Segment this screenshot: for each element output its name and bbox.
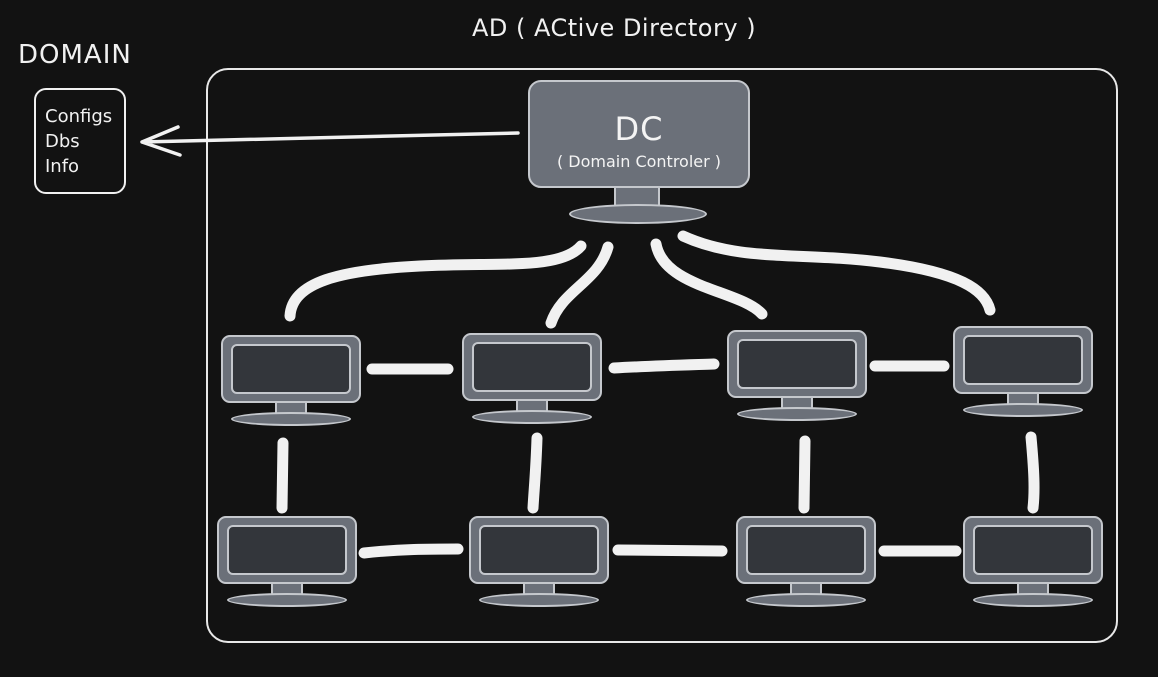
- top-row-links: [366, 358, 950, 375]
- domain-box: Configs Dbs Info: [34, 88, 126, 194]
- monitor-icon: [221, 335, 361, 403]
- monitor-icon: [469, 516, 609, 584]
- computer-8: [963, 516, 1103, 612]
- computer-5: [217, 516, 357, 612]
- dc-to-domain-arrow: [140, 125, 520, 157]
- link-pc6-pc7: [612, 544, 728, 557]
- dc-title: DC: [614, 110, 664, 148]
- link-dc-pc4: [677, 230, 996, 316]
- monitor-icon: [462, 333, 602, 401]
- computer-6: [469, 516, 609, 612]
- bottom-row-links: [358, 543, 962, 559]
- link-pc4-pc8: [1025, 431, 1040, 514]
- dc-uplinks: [284, 230, 996, 329]
- arrow-left-icon: [140, 125, 520, 157]
- link-pc5-pc6: [358, 543, 464, 559]
- computer-1: [221, 335, 361, 431]
- domain-item-info: Info: [45, 156, 80, 177]
- link-dc-pc1: [284, 240, 587, 322]
- link-pc1-pc5: [276, 437, 289, 514]
- link-dc-pc2: [545, 241, 614, 329]
- monitor-icon: [727, 330, 867, 398]
- monitor-icon: [963, 516, 1103, 584]
- computer-7: [736, 516, 876, 612]
- computer-2: [462, 333, 602, 429]
- dc-subtitle: ( Domain Controler ): [556, 152, 722, 171]
- link-dc-pc3: [650, 238, 768, 320]
- link-pc2-pc3: [608, 358, 720, 374]
- vertical-links: [276, 431, 1040, 514]
- monitor-icon: [217, 516, 357, 584]
- computer-3: [727, 330, 867, 426]
- link-pc2-pc6: [527, 432, 543, 514]
- monitor-icon: [736, 516, 876, 584]
- domain-controller: DC ( Domain Controler ): [528, 80, 750, 228]
- computer-4: [953, 326, 1093, 422]
- domain-item-dbs: Dbs: [45, 131, 80, 152]
- monitor-icon: [953, 326, 1093, 394]
- diagram-title: AD ( ACtive Directory ): [472, 14, 757, 42]
- domain-item-configs: Configs: [45, 106, 113, 127]
- domain-label: DOMAIN: [18, 40, 132, 70]
- link-pc3-pc7: [798, 435, 811, 514]
- active-directory-boundary: [206, 68, 1118, 643]
